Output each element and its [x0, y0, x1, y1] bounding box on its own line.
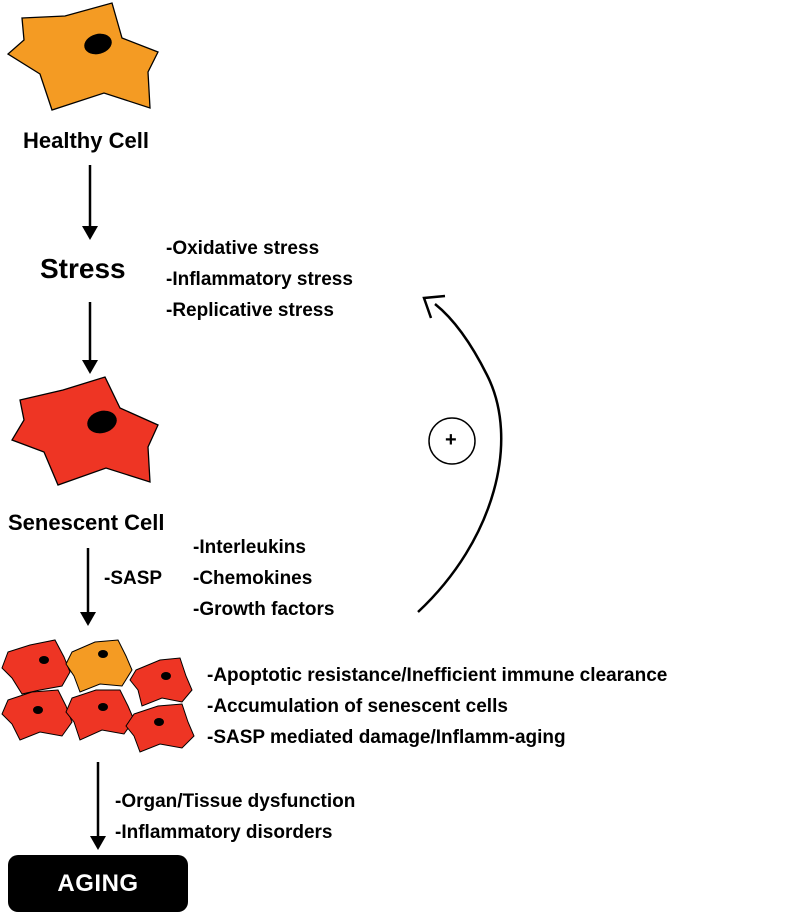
cluster-cell-red [65, 689, 135, 741]
cluster-cell-red [1, 639, 71, 695]
arrow-stress-to-senescent [82, 302, 98, 374]
outcome-item: -Organ/Tissue dysfunction [115, 791, 356, 812]
sasp-factor-item: -Interleukins [193, 537, 306, 558]
aging-label: AGING [57, 869, 139, 897]
sasp-factors-list: -Interleukins -Chemokines -Growth factor… [193, 532, 334, 625]
senescent-cell-icon [11, 376, 159, 486]
healthy-cell-icon [6, 2, 159, 111]
stress-cause-item: -Inflammatory stress [166, 269, 353, 290]
feedback-loop-arrow [417, 294, 503, 613]
cluster-cell-red [125, 703, 195, 753]
outcomes-list: -Organ/Tissue dysfunction -Inflammatory … [115, 786, 355, 848]
arrow-cluster-to-aging [90, 762, 106, 850]
senescent-cell-cluster [1, 639, 195, 753]
positive-feedback-circle [428, 417, 476, 465]
cluster-effect-item: -SASP mediated damage/Inflamm-aging [207, 727, 566, 748]
stress-cause-item: -Replicative stress [166, 300, 334, 321]
senescent-cell-label: Senescent Cell [8, 510, 165, 535]
cluster-cell-red [129, 657, 193, 707]
arrow-healthy-to-stress [82, 165, 98, 240]
sasp-factor-item: -Chemokines [193, 568, 313, 589]
positive-feedback-sign: + [445, 429, 457, 451]
stress-causes-list: -Oxidative stress -Inflammatory stress -… [166, 233, 353, 326]
aging-box: AGING [8, 855, 188, 912]
cluster-effects-list: -Apoptotic resistance/Inefficient immune… [207, 660, 667, 753]
cluster-cell-red [1, 689, 73, 741]
sasp-label: -SASP [104, 568, 163, 589]
arrow-sasp [80, 548, 96, 626]
stress-label: Stress [40, 253, 126, 284]
sasp-factor-item: -Growth factors [193, 599, 335, 620]
cluster-effect-item: -Apoptotic resistance/Inefficient immune… [207, 665, 668, 686]
stress-cause-item: -Oxidative stress [166, 238, 320, 259]
cluster-cell-orange [65, 639, 133, 693]
cluster-effect-item: -Accumulation of senescent cells [207, 696, 508, 717]
healthy-cell-label: Healthy Cell [23, 128, 149, 153]
outcome-item: -Inflammatory disorders [115, 822, 333, 843]
